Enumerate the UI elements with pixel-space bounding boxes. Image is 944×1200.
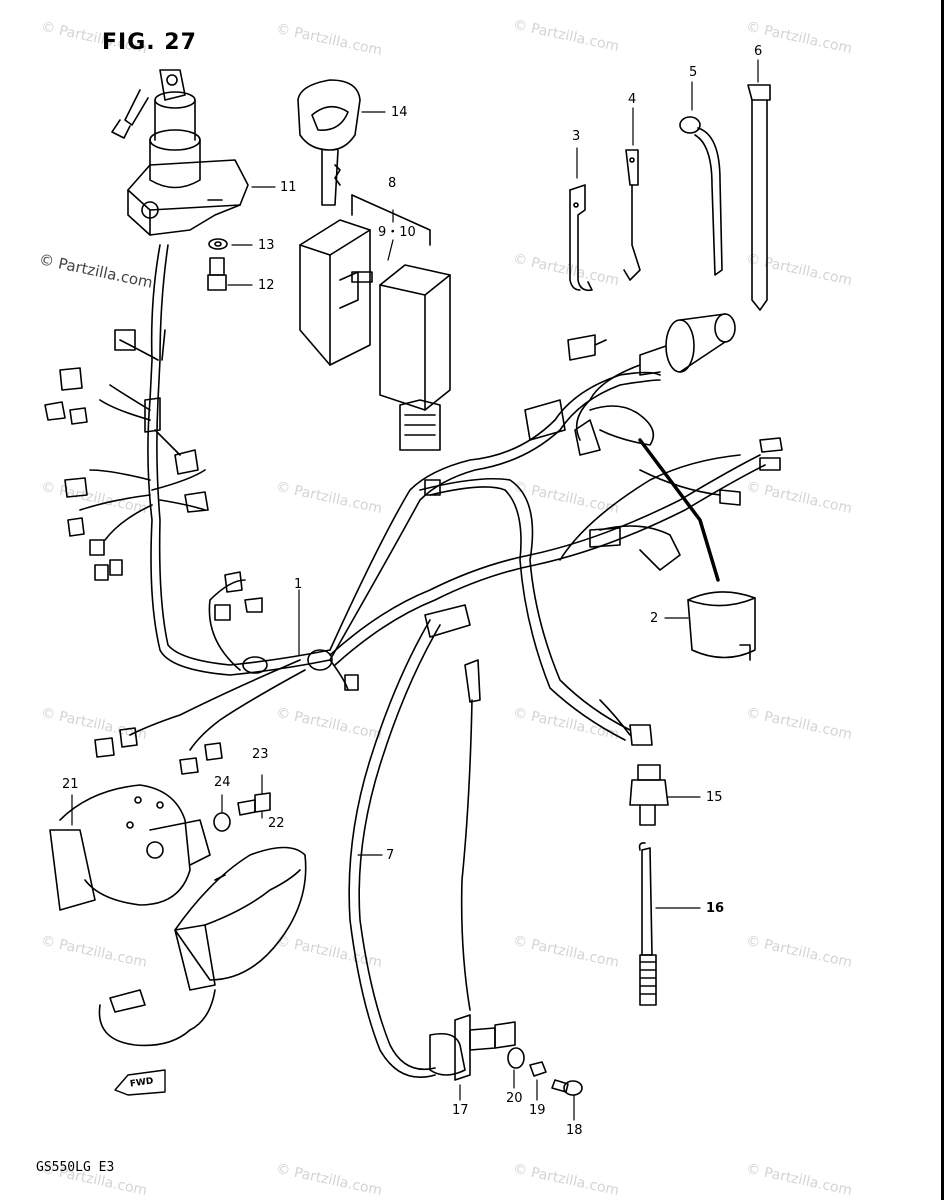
relay-connector-9-10 bbox=[351, 271, 373, 283]
horn-rear bbox=[49, 784, 211, 911]
washer-13 bbox=[208, 238, 228, 250]
page-edge bbox=[941, 0, 944, 1200]
bracket-3 bbox=[569, 184, 593, 292]
nut-19 bbox=[529, 1061, 547, 1077]
callout-15: 15 bbox=[706, 790, 723, 805]
figure-code: GS550LG E3 bbox=[36, 1160, 115, 1175]
callout-19: 19 bbox=[529, 1103, 546, 1118]
callout-24: 24 bbox=[214, 775, 231, 790]
coil-unit bbox=[567, 313, 736, 456]
figure-title: FIG. 27 bbox=[102, 30, 197, 55]
callout-18: 18 bbox=[566, 1123, 583, 1138]
leader-lines bbox=[71, 59, 759, 1121]
switch-15 bbox=[599, 699, 669, 826]
screw-18 bbox=[551, 1079, 583, 1096]
callout-17: 17 bbox=[452, 1103, 469, 1118]
spring-rod-16 bbox=[638, 842, 657, 1006]
wiring-harness-1 bbox=[79, 244, 783, 751]
callout-13: 13 bbox=[258, 238, 275, 253]
clamp-4 bbox=[623, 149, 641, 281]
washer-24 bbox=[213, 812, 231, 832]
callout-7: 7 bbox=[386, 848, 395, 863]
callout-23: 23 bbox=[252, 747, 269, 762]
callout-5: 5 bbox=[689, 65, 698, 80]
callout-8: 8 bbox=[388, 176, 397, 191]
callout-6: 6 bbox=[754, 44, 763, 59]
callout-3: 3 bbox=[572, 129, 581, 144]
ignition-switch bbox=[111, 69, 249, 236]
horn-front bbox=[174, 846, 307, 991]
relay-2 bbox=[638, 438, 756, 661]
callout-14: 14 bbox=[391, 105, 408, 120]
callout-16: 16 bbox=[706, 901, 725, 916]
ground-wire bbox=[98, 989, 216, 1047]
connector-cluster-middle bbox=[94, 571, 359, 775]
group-bracket-8 bbox=[351, 194, 431, 246]
fwd-arrow bbox=[114, 1069, 166, 1096]
connector-cluster-left bbox=[44, 329, 209, 581]
callout-22: 22 bbox=[268, 816, 285, 831]
callout-11: 11 bbox=[280, 180, 297, 195]
cable-tie-5 bbox=[679, 116, 723, 276]
callout-21: 21 bbox=[62, 777, 79, 792]
washer-20 bbox=[507, 1047, 525, 1069]
bolt-23 bbox=[237, 792, 271, 816]
bolt-12 bbox=[207, 257, 227, 291]
key-14 bbox=[297, 79, 361, 206]
callout-4: 4 bbox=[628, 92, 637, 107]
callout-9-10: 9・10 bbox=[378, 225, 416, 240]
relay-box-left bbox=[299, 219, 371, 366]
callout-12: 12 bbox=[258, 278, 275, 293]
switch-17 bbox=[429, 1014, 516, 1081]
strap-6 bbox=[747, 84, 771, 311]
relay-box-right bbox=[379, 264, 451, 451]
callout-1: 1 bbox=[294, 577, 303, 592]
cable-7 bbox=[348, 604, 481, 1079]
callout-20: 20 bbox=[506, 1091, 523, 1106]
callout-2: 2 bbox=[650, 611, 659, 626]
